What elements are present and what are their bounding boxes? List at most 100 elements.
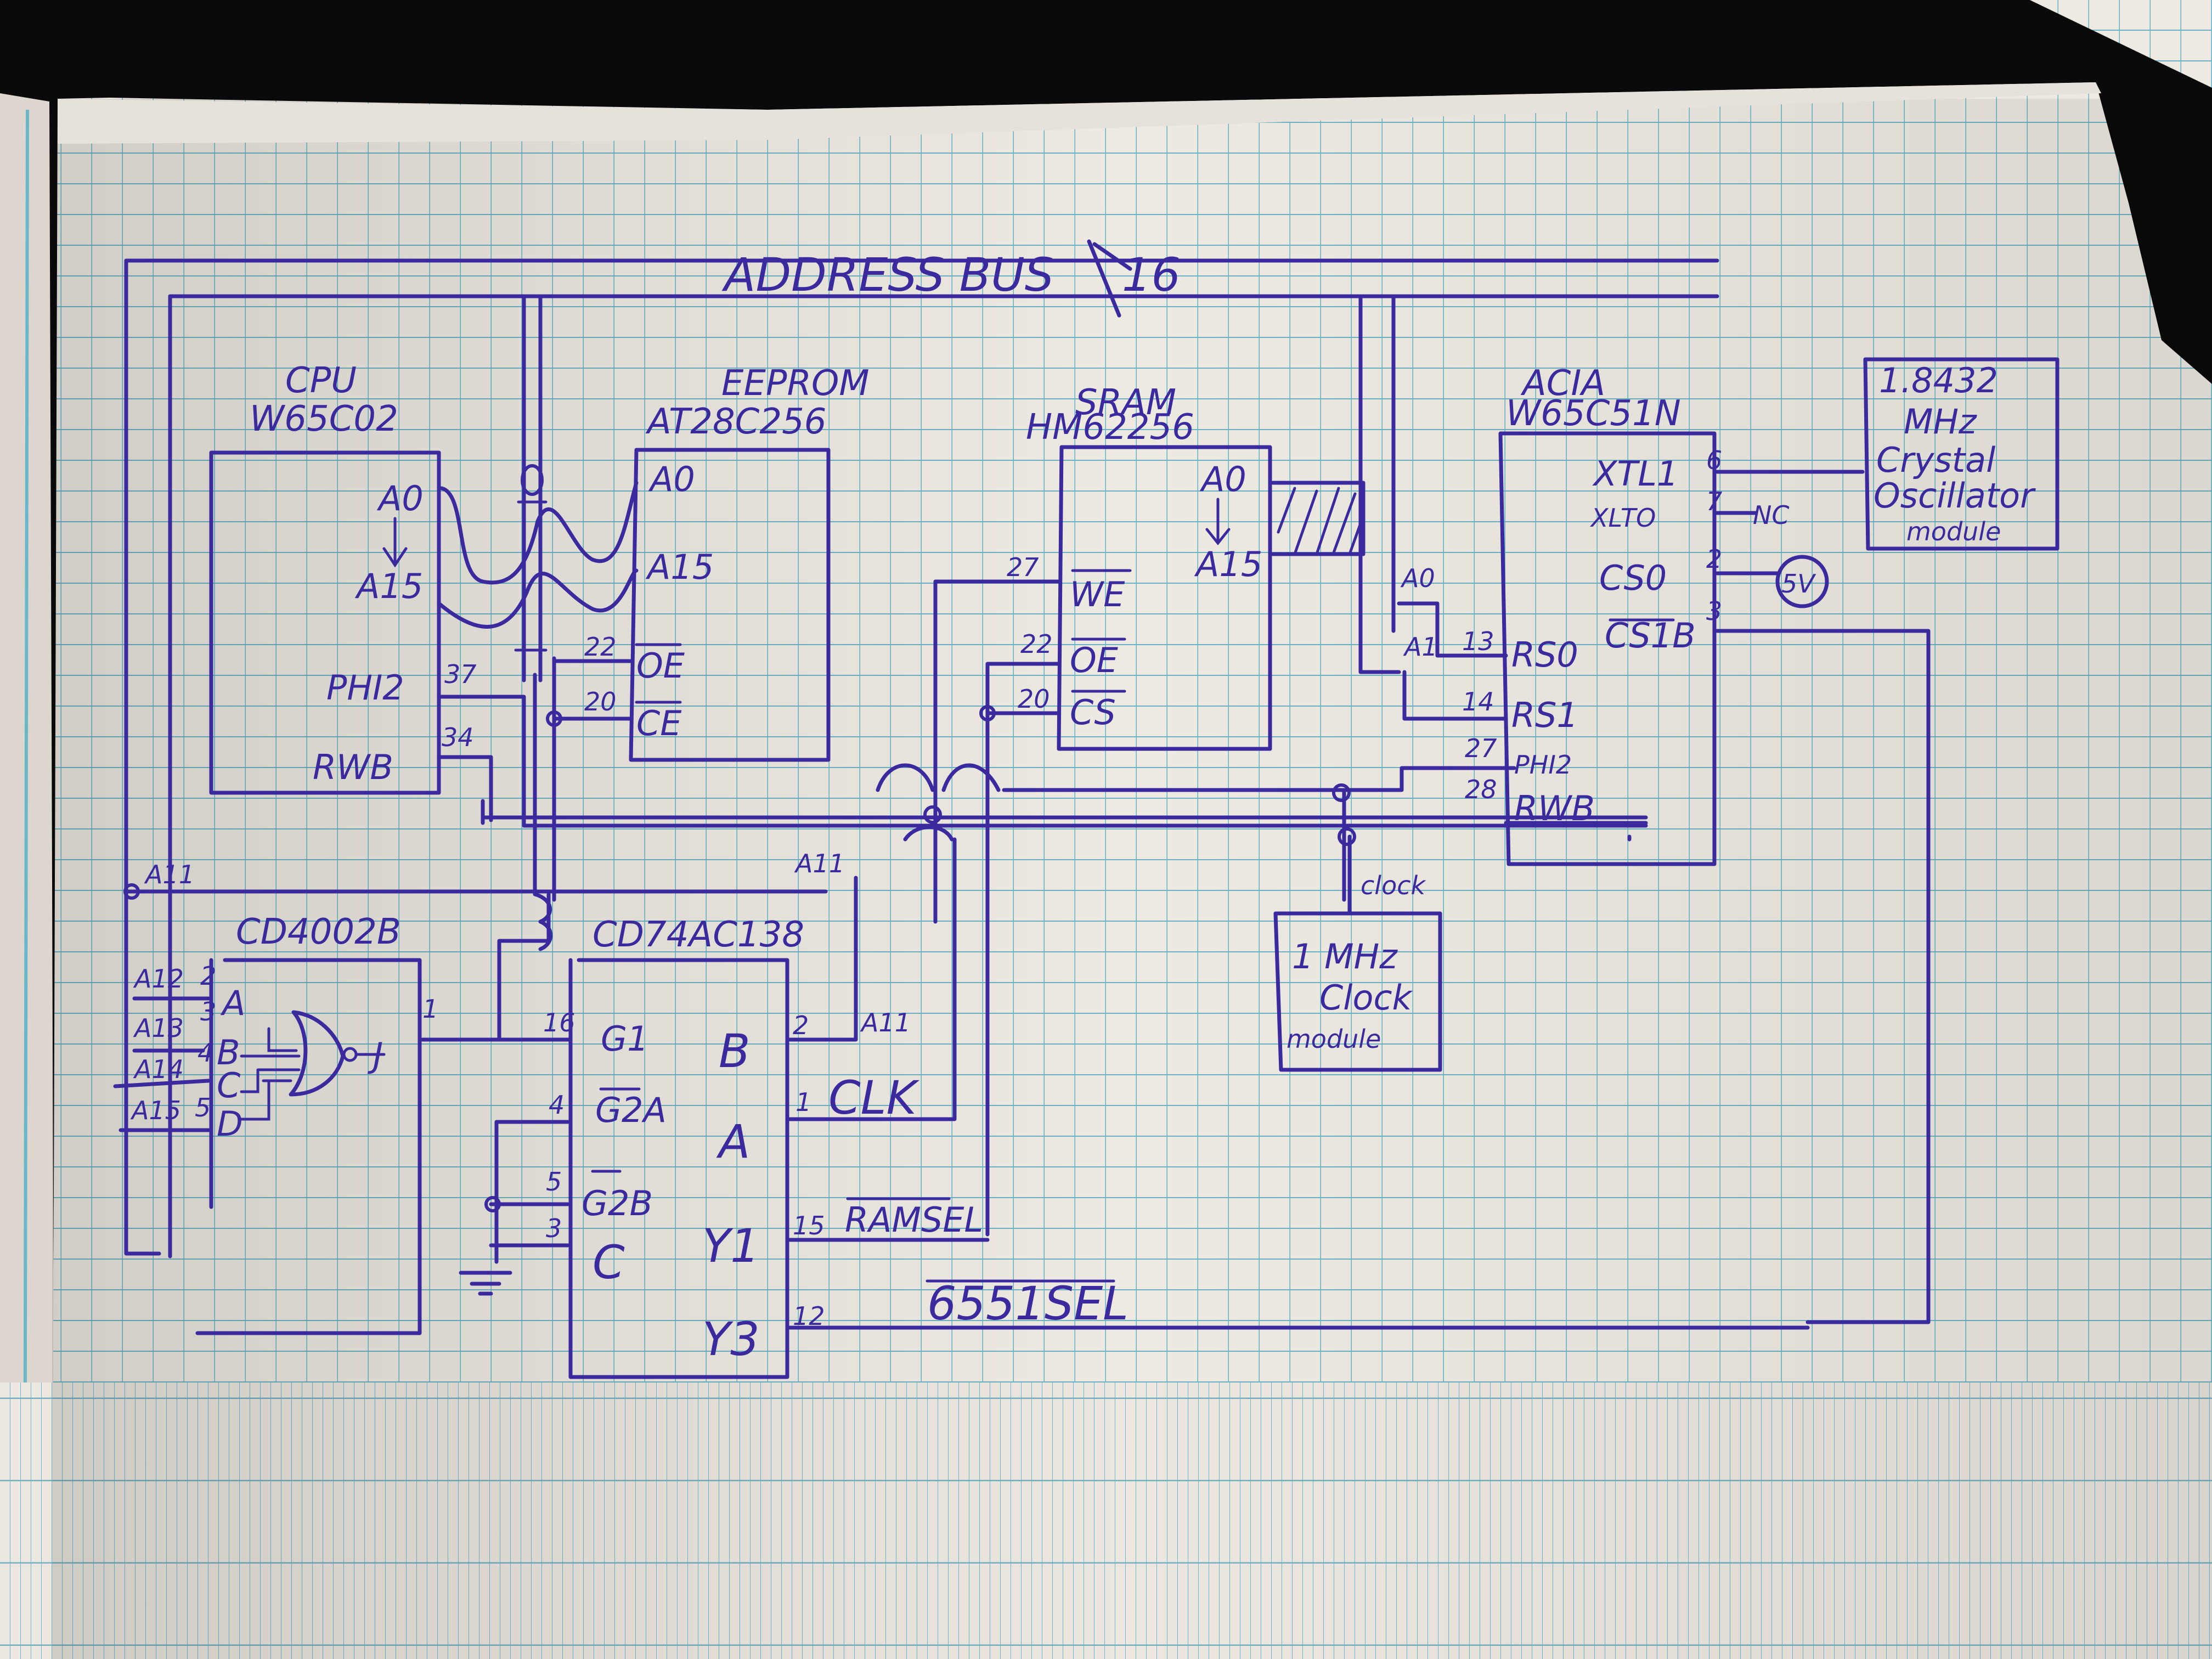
a11-top-label: A11: [794, 849, 845, 878]
nor-part: CD4002B: [236, 912, 401, 952]
sram-title: SRAM: [1075, 382, 1176, 423]
nor-input-a15: A15: [130, 1096, 181, 1125]
eeprom-pin-a15: A15: [645, 547, 714, 587]
crystal-line3: module: [1906, 517, 2001, 546]
eeprom-pin-ce: CE: [636, 703, 682, 743]
address-bus: ADDRESS BUS 16: [124, 239, 1719, 1259]
sram-address-hatch: [1277, 487, 1365, 556]
sram-pin-a15: A15: [1194, 544, 1262, 584]
sram-pin-22: 22: [1020, 629, 1053, 659]
nor-pin-4: 4: [198, 1038, 213, 1068]
crystal-frequency: 1.8432: [1879, 360, 1998, 400]
nor-input-a14: A14: [133, 1054, 184, 1084]
cpu-pin-rwb: RWB: [313, 747, 393, 787]
decoder-pin-4: 4: [549, 1090, 565, 1120]
sram-pin-27: 27: [1007, 552, 1039, 582]
nor-inputs: A12 A13 A14 A15 2 3 4 5: [113, 961, 216, 1132]
acia-pin-3: 3: [1706, 596, 1722, 626]
clock-frequency: 1 MHz: [1292, 936, 1398, 977]
decoder-pin-c: C: [592, 1235, 625, 1289]
decoder-pin-g2a: G2A: [595, 1090, 667, 1130]
nor-gate-symbol: [289, 1010, 345, 1097]
corner-paper-scrap: [2030, 0, 2212, 88]
eeprom-pin-20: 20: [584, 687, 617, 716]
ground-symbol: [459, 1271, 512, 1296]
cpu-pin-a0: A0: [376, 478, 424, 518]
clock-line2: module: [1286, 1024, 1381, 1054]
crystal-line2: Oscillator: [1874, 476, 2036, 516]
sram-pin-oe: OE: [1070, 640, 1119, 680]
decoder-pin-y3: Y3: [702, 1312, 760, 1366]
decoder-chip: CD74AC138 G1 G2A G2B C B A Y1 Y3 16 4 5 …: [459, 837, 1810, 1379]
crystal-oscillator-module: 1.8432 MHz Crystal Oscillator module: [1863, 357, 2059, 551]
decoder-pin-1: 1: [795, 1087, 811, 1117]
acia-pin-xlt0: XLTO: [1590, 503, 1656, 533]
eeprom-pin-oe: OE: [636, 646, 685, 686]
clk-label: CLK: [828, 1071, 919, 1125]
nor-output-pin: 1: [422, 994, 438, 1024]
nor-gate-input-c: C: [217, 1065, 241, 1105]
paper-top-margin: [58, 82, 2101, 144]
acia-pin-13: 13: [1462, 627, 1494, 656]
sram-part: HM62256: [1026, 407, 1194, 448]
acia-ext-a1: A1: [1403, 632, 1438, 662]
clock-module: clock 1 MHz Clock module: [1273, 834, 1442, 1072]
nor-input-a12: A12: [133, 964, 184, 994]
sram-pin-we: WE: [1070, 574, 1125, 614]
paper-shading: [52, 99, 2212, 1659]
cpu-chip: CPU W65C02 A0 A15 PHI2 RWB 37 34: [209, 360, 477, 795]
address-bus-label: ADDRESS BUS: [721, 248, 1054, 302]
crystal-line1: Crystal: [1876, 440, 1995, 480]
acia-pin-2: 2: [1706, 544, 1722, 574]
cpu-part: W65C02: [250, 399, 398, 439]
bus-width-label: 16: [1122, 248, 1181, 302]
acia-pin-27: 27: [1465, 733, 1497, 763]
acia-part: W65C51N: [1506, 393, 1681, 434]
five-volt-label: 5V: [1781, 569, 1816, 599]
cpu-pin-37: 37: [444, 659, 477, 689]
cpu-pin-phi2: PHI2: [326, 668, 404, 708]
decoder-part: CD74AC138: [592, 915, 804, 955]
eeprom-pin-22: 22: [584, 632, 617, 662]
nor-gate-input-a: A: [220, 983, 245, 1023]
acia-pin-14: 14: [1462, 687, 1494, 716]
acia-pin-xtl1: XTL1: [1592, 454, 1678, 494]
decoder-pin-5: 5: [546, 1167, 562, 1197]
acia-pin-rs0: RS0: [1511, 635, 1578, 675]
cpu-pin-34: 34: [442, 723, 474, 752]
sram-pin-a0: A0: [1199, 459, 1246, 499]
clock-net-label: clock: [1361, 871, 1427, 900]
cpu-address-arrow: [382, 517, 408, 568]
nor-gate-chip: A11 CD4002B A12 A13 A14 A15 2 3 4 5 A B …: [113, 860, 828, 1335]
decoder-pin-y1: Y1: [702, 1219, 760, 1273]
acia-pin-cs0: CS0: [1599, 558, 1667, 598]
acia-sel-label: 6551SEL: [927, 1277, 1128, 1330]
nor-gate-input-d: D: [217, 1104, 243, 1144]
crystal-unit: MHz: [1904, 402, 1977, 442]
acia-chip: ACIA W65C51N XTL1 XLTO CS0 CS1B RS0 RS1 …: [1462, 363, 1931, 1324]
acia-pin-28: 28: [1465, 775, 1497, 804]
decoder-pin-g1: G1: [601, 1019, 649, 1059]
eeprom-part: AT28C256: [645, 402, 827, 442]
acia-nc-label: NC: [1753, 500, 1790, 530]
sram-pin-20: 20: [1018, 684, 1050, 714]
eeprom-title: EEPROM: [721, 363, 870, 404]
acia-ext-a0: A0: [1400, 563, 1435, 593]
acia-pin-cs1b: CS1B: [1605, 616, 1696, 656]
a11-left-label: A11: [144, 860, 195, 889]
sram-pin-cs: CS: [1070, 692, 1116, 732]
decoder-pin-15: 15: [793, 1211, 825, 1240]
cpu-pin-a15: A15: [354, 566, 423, 606]
eeprom-chip: EEPROM AT28C256 A0 A15 OE CE 22 20: [546, 363, 870, 902]
acia-pin-rs1: RS1: [1511, 695, 1578, 735]
decoder-pin-b: B: [719, 1024, 751, 1078]
nor-pin-5: 5: [195, 1093, 211, 1122]
clock-line1: Clock: [1319, 978, 1413, 1018]
decoder-pin-a: A: [716, 1115, 750, 1169]
acia-title: ACIA: [1520, 363, 1605, 404]
decoder-pin-16: 16: [543, 1008, 575, 1037]
decoder-pin-2: 2: [793, 1011, 809, 1040]
acia-pin-phi2: PHI2: [1514, 750, 1572, 780]
sram-chip: SRAM HM62256 A0 A15 WE OE CS 27 22 20: [933, 382, 1365, 1237]
